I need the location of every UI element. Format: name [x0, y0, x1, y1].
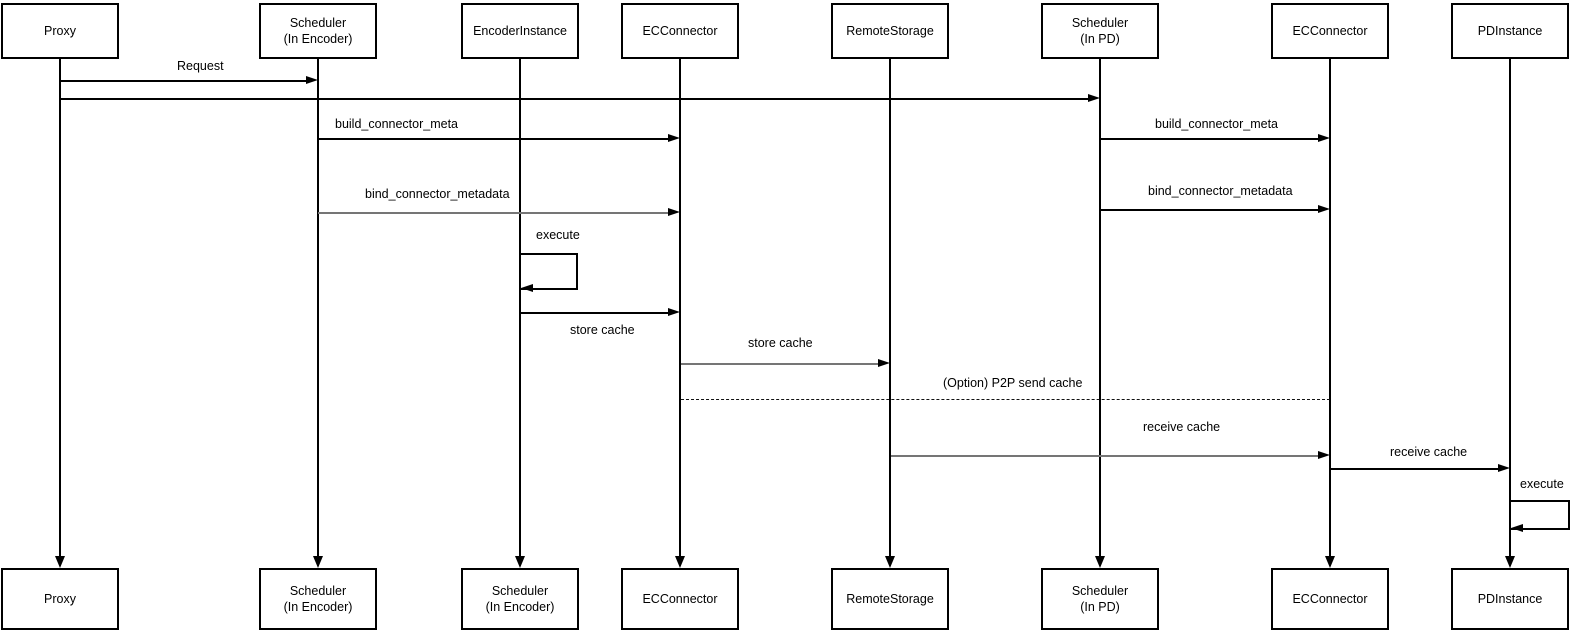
message-line-request	[60, 80, 308, 82]
top-box-ecconnector-2: ECConnector	[1271, 3, 1389, 59]
participant-label: ECConnector	[1292, 591, 1368, 606]
bottom-box-pdinstance: PDInstance	[1451, 568, 1569, 630]
top-box-scheduler-in-encoder: Scheduler (In Encoder)	[259, 3, 377, 59]
arrow-left-icon	[1511, 524, 1523, 532]
participant-label: Scheduler (In PD)	[1071, 15, 1129, 46]
participant-label: ECConnector	[1292, 23, 1368, 38]
arrow-right-icon	[306, 76, 318, 84]
participant-label: RemoteStorage	[846, 591, 934, 606]
arrow-right-icon	[1498, 464, 1510, 472]
message-line-store-cache-1	[521, 312, 669, 314]
message-line-store-cache-2	[681, 363, 879, 365]
arrow-down-icon	[675, 556, 685, 568]
arrow-down-icon	[515, 556, 525, 568]
arrow-right-icon	[668, 208, 680, 216]
message-line-receive-cache-2	[1331, 468, 1499, 470]
participant-label: PDInstance	[1477, 591, 1543, 606]
message-line-p2p-send-cache	[681, 399, 1330, 400]
participant-label: Scheduler (In Encoder)	[283, 583, 353, 614]
arrow-right-icon	[1318, 205, 1330, 213]
message-label-execute-pd: execute	[1520, 477, 1564, 491]
message-label-bind-connector-metadata-right: bind_connector_metadata	[1148, 184, 1293, 198]
arrow-down-icon	[1325, 556, 1335, 568]
top-box-encoderinstance: EncoderInstance	[461, 3, 579, 59]
bottom-box-ecconnector-2: ECConnector	[1271, 568, 1389, 630]
message-label-store-cache-2: store cache	[748, 336, 813, 350]
arrow-down-icon	[885, 556, 895, 568]
arrow-right-icon	[1088, 94, 1100, 102]
message-label-store-cache-1: store cache	[570, 323, 635, 337]
arrow-right-icon	[878, 359, 890, 367]
top-box-scheduler-in-pd: Scheduler (In PD)	[1041, 3, 1159, 59]
message-label-request: Request	[177, 59, 224, 73]
arrow-right-icon	[1318, 134, 1330, 142]
lifeline-proxy	[59, 59, 61, 556]
arrow-down-icon	[1505, 556, 1515, 568]
lifeline-encoderinstance	[519, 59, 521, 556]
self-loop-execute-pd	[1511, 500, 1570, 530]
participant-label: Proxy	[44, 23, 76, 38]
message-line-build-connector-meta-left	[318, 138, 670, 140]
arrow-down-icon	[55, 556, 65, 568]
participant-label: PDInstance	[1477, 23, 1543, 38]
participant-label: RemoteStorage	[846, 23, 934, 38]
top-box-proxy: Proxy	[1, 3, 119, 59]
arrow-down-icon	[313, 556, 323, 568]
bottom-box-scheduler-in-encoder-2: Scheduler (In Encoder)	[461, 568, 579, 630]
message-label-build-connector-meta-right: build_connector_meta	[1155, 117, 1278, 131]
message-label-p2p-send-cache: (Option) P2P send cache	[943, 376, 1083, 390]
top-box-remotestorage: RemoteStorage	[831, 3, 949, 59]
participant-label: EncoderInstance	[473, 23, 567, 38]
arrow-left-icon	[521, 284, 533, 292]
participant-label: Scheduler (In PD)	[1071, 583, 1129, 614]
participant-label: Scheduler (In Encoder)	[283, 15, 353, 46]
self-loop-execute-encoder	[521, 253, 578, 290]
message-line-bind-connector-metadata-left	[318, 212, 670, 214]
arrow-right-icon	[1318, 451, 1330, 459]
bottom-box-scheduler-in-pd: Scheduler (In PD)	[1041, 568, 1159, 630]
arrow-down-icon	[1095, 556, 1105, 568]
top-box-ecconnector-1: ECConnector	[621, 3, 739, 59]
lifeline-ecconnector-1	[679, 59, 681, 556]
arrow-right-icon	[668, 134, 680, 142]
message-line-receive-cache-1	[891, 455, 1319, 457]
message-line-bind-connector-metadata-right	[1100, 209, 1320, 211]
lifeline-remotestorage	[889, 59, 891, 556]
lifeline-pdinstance	[1509, 59, 1511, 556]
lifeline-scheduler-in-pd	[1099, 59, 1101, 556]
message-label-execute-encoder: execute	[536, 228, 580, 242]
participant-label: ECConnector	[642, 23, 718, 38]
bottom-box-remotestorage: RemoteStorage	[831, 568, 949, 630]
message-line-build-connector-meta-right	[1100, 138, 1320, 140]
participant-label: Proxy	[44, 591, 76, 606]
lifeline-scheduler-in-encoder	[317, 59, 319, 556]
message-label-receive-cache-2: receive cache	[1390, 445, 1468, 459]
participant-label: Scheduler (In Encoder)	[485, 583, 555, 614]
message-label-bind-connector-metadata-left: bind_connector_metadata	[365, 187, 510, 201]
message-line-proxy-to-scheduler-in-pd	[60, 98, 1090, 100]
participant-label: ECConnector	[642, 591, 718, 606]
bottom-box-scheduler-in-encoder: Scheduler (In Encoder)	[259, 568, 377, 630]
message-label-build-connector-meta-left: build_connector_meta	[335, 117, 458, 131]
lifeline-ecconnector-2	[1329, 59, 1331, 556]
bottom-box-proxy: Proxy	[1, 568, 119, 630]
bottom-box-ecconnector-1: ECConnector	[621, 568, 739, 630]
message-label-receive-cache-1: receive cache	[1143, 420, 1221, 434]
arrow-right-icon	[668, 308, 680, 316]
top-box-pdinstance: PDInstance	[1451, 3, 1569, 59]
